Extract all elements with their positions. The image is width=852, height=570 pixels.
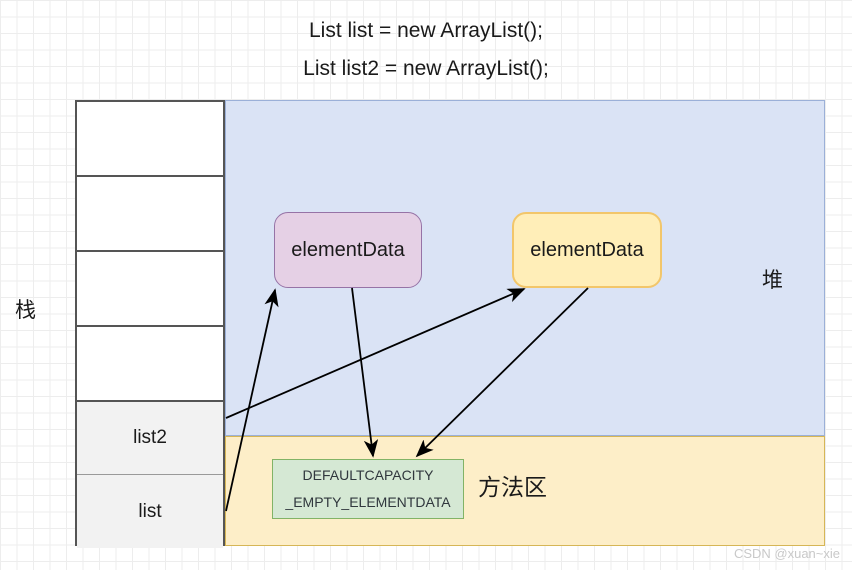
default-capacity-box: DEFAULTCAPACITY _EMPTY_ELEMENTDATA [272, 459, 464, 519]
stack-cell-list: list [77, 475, 223, 548]
heap-label: 堆 [762, 268, 783, 292]
stack-label: 栈 [15, 298, 36, 322]
stack-cell-list2: list2 [77, 402, 223, 475]
element-data-box-2: elementData [512, 212, 662, 288]
stack-cell-empty-1 [77, 102, 223, 177]
stack-cell-empty-2 [77, 177, 223, 252]
method-area-label: 方法区 [478, 475, 547, 501]
default-capacity-line-2: _EMPTY_ELEMENTDATA [285, 494, 451, 510]
default-capacity-line-1: DEFAULTCAPACITY [302, 467, 434, 484]
stack-cell-empty-3 [77, 252, 223, 327]
stack-cell-empty-4 [77, 327, 223, 402]
stack-frame: list2 list [75, 100, 225, 548]
watermark: CSDN @xuan~xie [733, 546, 840, 561]
element-data-box-1: elementData [274, 212, 422, 288]
code-line-1: List list = new ArrayList(); [309, 19, 543, 42]
code-line-2: List list2 = new ArrayList(); [303, 57, 549, 80]
